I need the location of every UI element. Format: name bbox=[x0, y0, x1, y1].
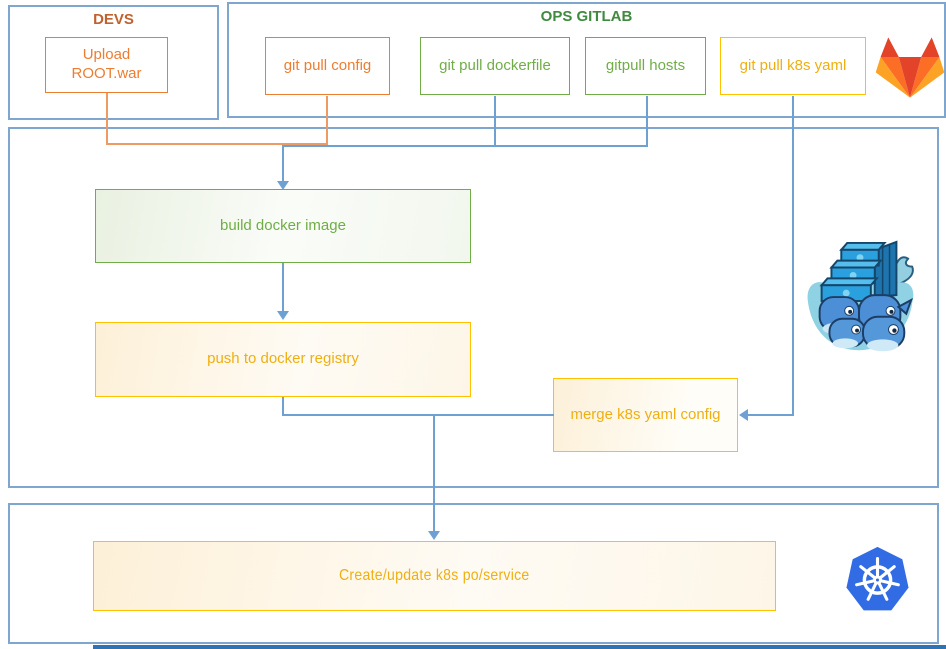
devs-section-title: DEVS bbox=[93, 11, 134, 28]
connector-hosts-down bbox=[646, 96, 648, 147]
connector-dockerfile-down bbox=[494, 96, 496, 147]
bottom-accent-bar bbox=[93, 645, 946, 649]
docker-logo-icon bbox=[807, 240, 914, 352]
git-pull-config-node: git pull config bbox=[265, 37, 390, 95]
arrowhead-into-merge bbox=[739, 409, 748, 421]
git-pull-k8s-yaml-node: git pull k8s yaml bbox=[720, 37, 866, 95]
git-pull-dockerfile-label: git pull dockerfile bbox=[439, 56, 551, 74]
connector-push-to-merge-horizontal bbox=[282, 414, 554, 416]
arrowhead-into-create bbox=[428, 531, 440, 540]
connector-upload-down bbox=[106, 93, 108, 145]
build-stage-section bbox=[8, 127, 939, 488]
git-pull-config-label: git pull config bbox=[283, 56, 372, 74]
merge-k8s-yaml-config-label: merge k8s yaml config bbox=[570, 405, 721, 423]
build-docker-image-label: build docker image bbox=[220, 216, 346, 234]
connector-k8s-yaml-to-merge bbox=[748, 414, 794, 416]
gitlab-logo-icon bbox=[875, 37, 945, 98]
connector-into-build bbox=[282, 147, 284, 182]
merge-k8s-yaml-config-node: merge k8s yaml config bbox=[553, 378, 738, 452]
devs-section: DEVS bbox=[8, 5, 219, 120]
push-to-docker-registry-node: push to docker registry bbox=[95, 322, 471, 397]
build-docker-image-node: build docker image bbox=[95, 189, 471, 263]
push-to-docker-registry-label: push to docker registry bbox=[207, 350, 359, 368]
connector-into-create bbox=[433, 416, 435, 532]
connector-push-down bbox=[282, 397, 284, 416]
ops-gitlab-section-title: OPS GITLAB bbox=[540, 8, 633, 25]
connector-build-to-push bbox=[282, 263, 284, 312]
create-update-k8s-node: Create/update k8s po/service bbox=[93, 541, 776, 611]
kubernetes-logo-icon bbox=[846, 546, 909, 611]
git-pull-k8s-yaml-label: git pull k8s yaml bbox=[739, 56, 847, 74]
git-pull-dockerfile-node: git pull dockerfile bbox=[420, 37, 570, 95]
arrowhead-into-push bbox=[277, 311, 289, 320]
create-update-k8s-label: Create/update k8s po/service bbox=[339, 567, 530, 584]
connector-config-down bbox=[326, 96, 328, 145]
connector-join-horizontal bbox=[282, 145, 648, 147]
upload-root-war-node: Upload ROOT.war bbox=[45, 37, 168, 93]
gitpull-hosts-node: gitpull hosts bbox=[585, 37, 706, 95]
connector-upload-config-horizontal bbox=[106, 143, 328, 145]
arrowhead-into-build bbox=[277, 181, 289, 190]
upload-root-war-label: Upload ROOT.war bbox=[71, 46, 142, 82]
gitpull-hosts-label: gitpull hosts bbox=[605, 56, 686, 74]
connector-k8s-yaml-down bbox=[792, 96, 794, 415]
